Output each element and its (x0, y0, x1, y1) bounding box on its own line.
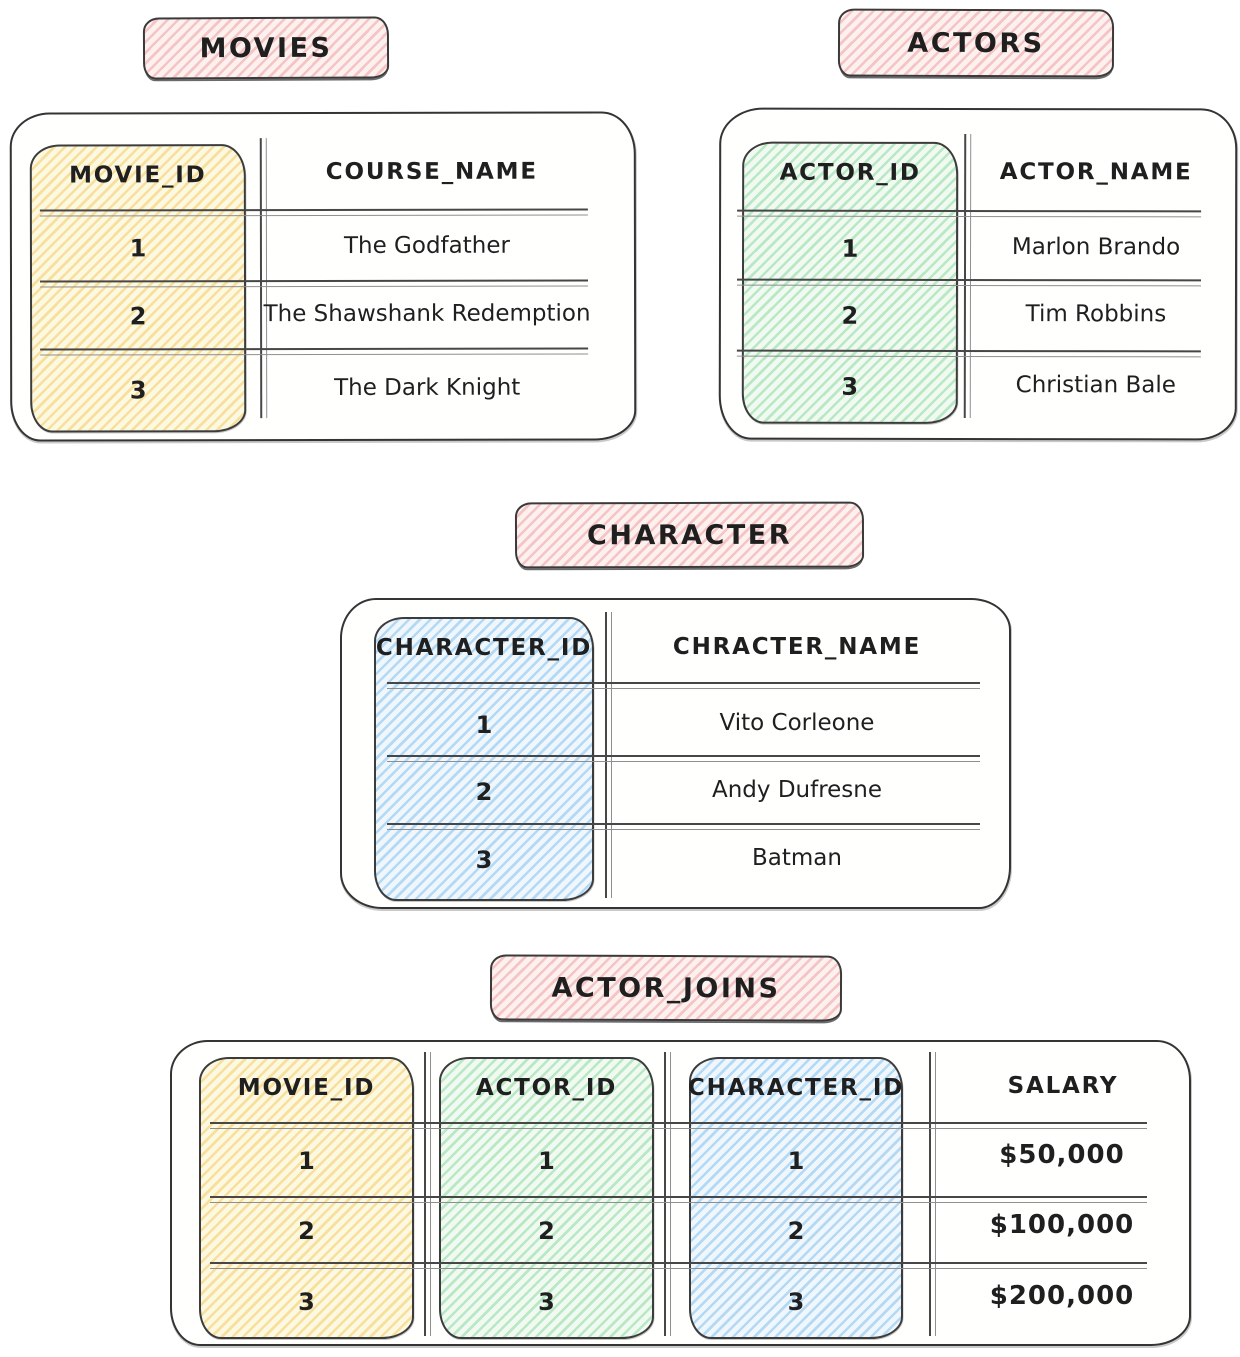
actor-joins-character-id-column: CHARACTER_ID 1 2 3 (687, 1057, 905, 1339)
actors-name-cell: Tim Robbins (1025, 301, 1167, 328)
actor-joins-salary-header: SALARY (1007, 1073, 1119, 1099)
actor-joins-movie-id-value: 3 (298, 1288, 315, 1316)
movies-name-cell: The Shawshank Redemption (263, 300, 591, 328)
movies-name-header: COURSE_NAME (325, 158, 538, 185)
actors-name-cell: Marlon Brando (1011, 234, 1181, 261)
actors-name-cell: Christian Bale (1015, 372, 1176, 399)
actor-joins-table: MOVIE_ID 1 2 3 ACTOR_ID 1 2 3 CHARACTER_… (170, 1040, 1191, 1346)
actor-joins-movie-id-column: MOVIE_ID 1 2 3 (199, 1057, 414, 1339)
movies-name-cell: The Dark Knight (334, 374, 521, 401)
actor-joins-title-label: ACTOR_JOINS (551, 972, 781, 1004)
actors-id-header: ACTOR_ID (779, 159, 921, 186)
actor-joins-character-id-value: 1 (787, 1147, 805, 1175)
character-id-value: 1 (475, 711, 493, 739)
actor-joins-actor-id-value: 1 (538, 1147, 555, 1175)
character-title-label: CHARACTER (586, 519, 793, 551)
movies-title-badge: MOVIES (142, 16, 390, 80)
row-divider (387, 823, 980, 830)
character-id-value: 2 (475, 778, 493, 806)
actors-id-value: 2 (841, 301, 859, 330)
character-name-cell: Vito Corleone (719, 710, 875, 736)
column-divider (929, 1052, 936, 1336)
column-divider (424, 1052, 431, 1336)
row-divider (210, 1262, 1147, 1269)
movies-id-header: MOVIE_ID (69, 162, 207, 189)
row-divider (387, 755, 980, 762)
actors-name-header: ACTOR_NAME (999, 159, 1193, 186)
character-name-cell: Batman (752, 845, 842, 871)
character-id-value: 3 (475, 846, 493, 874)
actor-joins-title-badge: ACTOR_JOINS (489, 954, 843, 1022)
actors-title-label: ACTORS (907, 27, 1045, 59)
actor-joins-salary-cell: $50,000 (999, 1140, 1125, 1170)
movies-title-label: MOVIES (199, 32, 333, 64)
actors-id-value: 1 (841, 234, 859, 263)
row-divider (39, 208, 588, 217)
actors-id-value: 3 (841, 372, 859, 401)
movies-table: MOVIE_ID 1 2 3 COURSE_NAME The Godfather… (9, 111, 637, 442)
actor-joins-character-id-value: 3 (787, 1288, 805, 1316)
row-divider (210, 1122, 1147, 1129)
row-divider (737, 209, 1202, 218)
actor-joins-actor-id-value: 2 (538, 1217, 555, 1245)
actor-joins-actor-id-header: ACTOR_ID (475, 1075, 618, 1101)
actor-joins-salary-cell: $100,000 (989, 1210, 1135, 1240)
movies-id-value: 3 (129, 376, 147, 405)
movies-id-value: 1 (129, 234, 147, 263)
character-id-header: CHARACTER_ID (375, 635, 593, 661)
character-table: CHARACTER_ID 1 2 3 CHRACTER_NAME Vito Co… (340, 598, 1011, 909)
row-divider (736, 278, 1201, 287)
actor-joins-salary-cell: $200,000 (989, 1281, 1135, 1311)
movies-name-cell: The Godfather (343, 232, 510, 259)
actor-joins-actor-id-value: 3 (538, 1288, 555, 1316)
actors-table: ACTOR_ID 1 2 3 ACTOR_NAME Marlon Brando … (718, 107, 1238, 441)
character-name-cell: Andy Dufresne (711, 777, 883, 803)
row-divider (736, 349, 1201, 358)
actor-joins-movie-id-value: 1 (298, 1147, 315, 1175)
row-divider (40, 279, 589, 288)
row-divider (387, 682, 980, 689)
movies-id-value: 2 (129, 302, 147, 331)
movies-id-column: MOVIE_ID 1 2 3 (29, 144, 247, 433)
character-id-column: CHARACTER_ID 1 2 3 (374, 617, 594, 901)
row-divider (40, 347, 589, 356)
character-title-badge: CHARACTER (514, 501, 865, 569)
actor-joins-character-id-header: CHARACTER_ID (687, 1075, 905, 1101)
actor-joins-actor-id-column: ACTOR_ID 1 2 3 (439, 1057, 654, 1339)
row-divider (210, 1196, 1147, 1203)
column-divider (664, 1052, 671, 1336)
actor-joins-movie-id-value: 2 (298, 1217, 315, 1245)
actor-joins-character-id-value: 2 (787, 1217, 805, 1245)
actors-title-badge: ACTORS (837, 8, 1115, 78)
character-name-header: CHRACTER_NAME (672, 634, 922, 660)
actor-joins-movie-id-header: MOVIE_ID (237, 1075, 376, 1101)
